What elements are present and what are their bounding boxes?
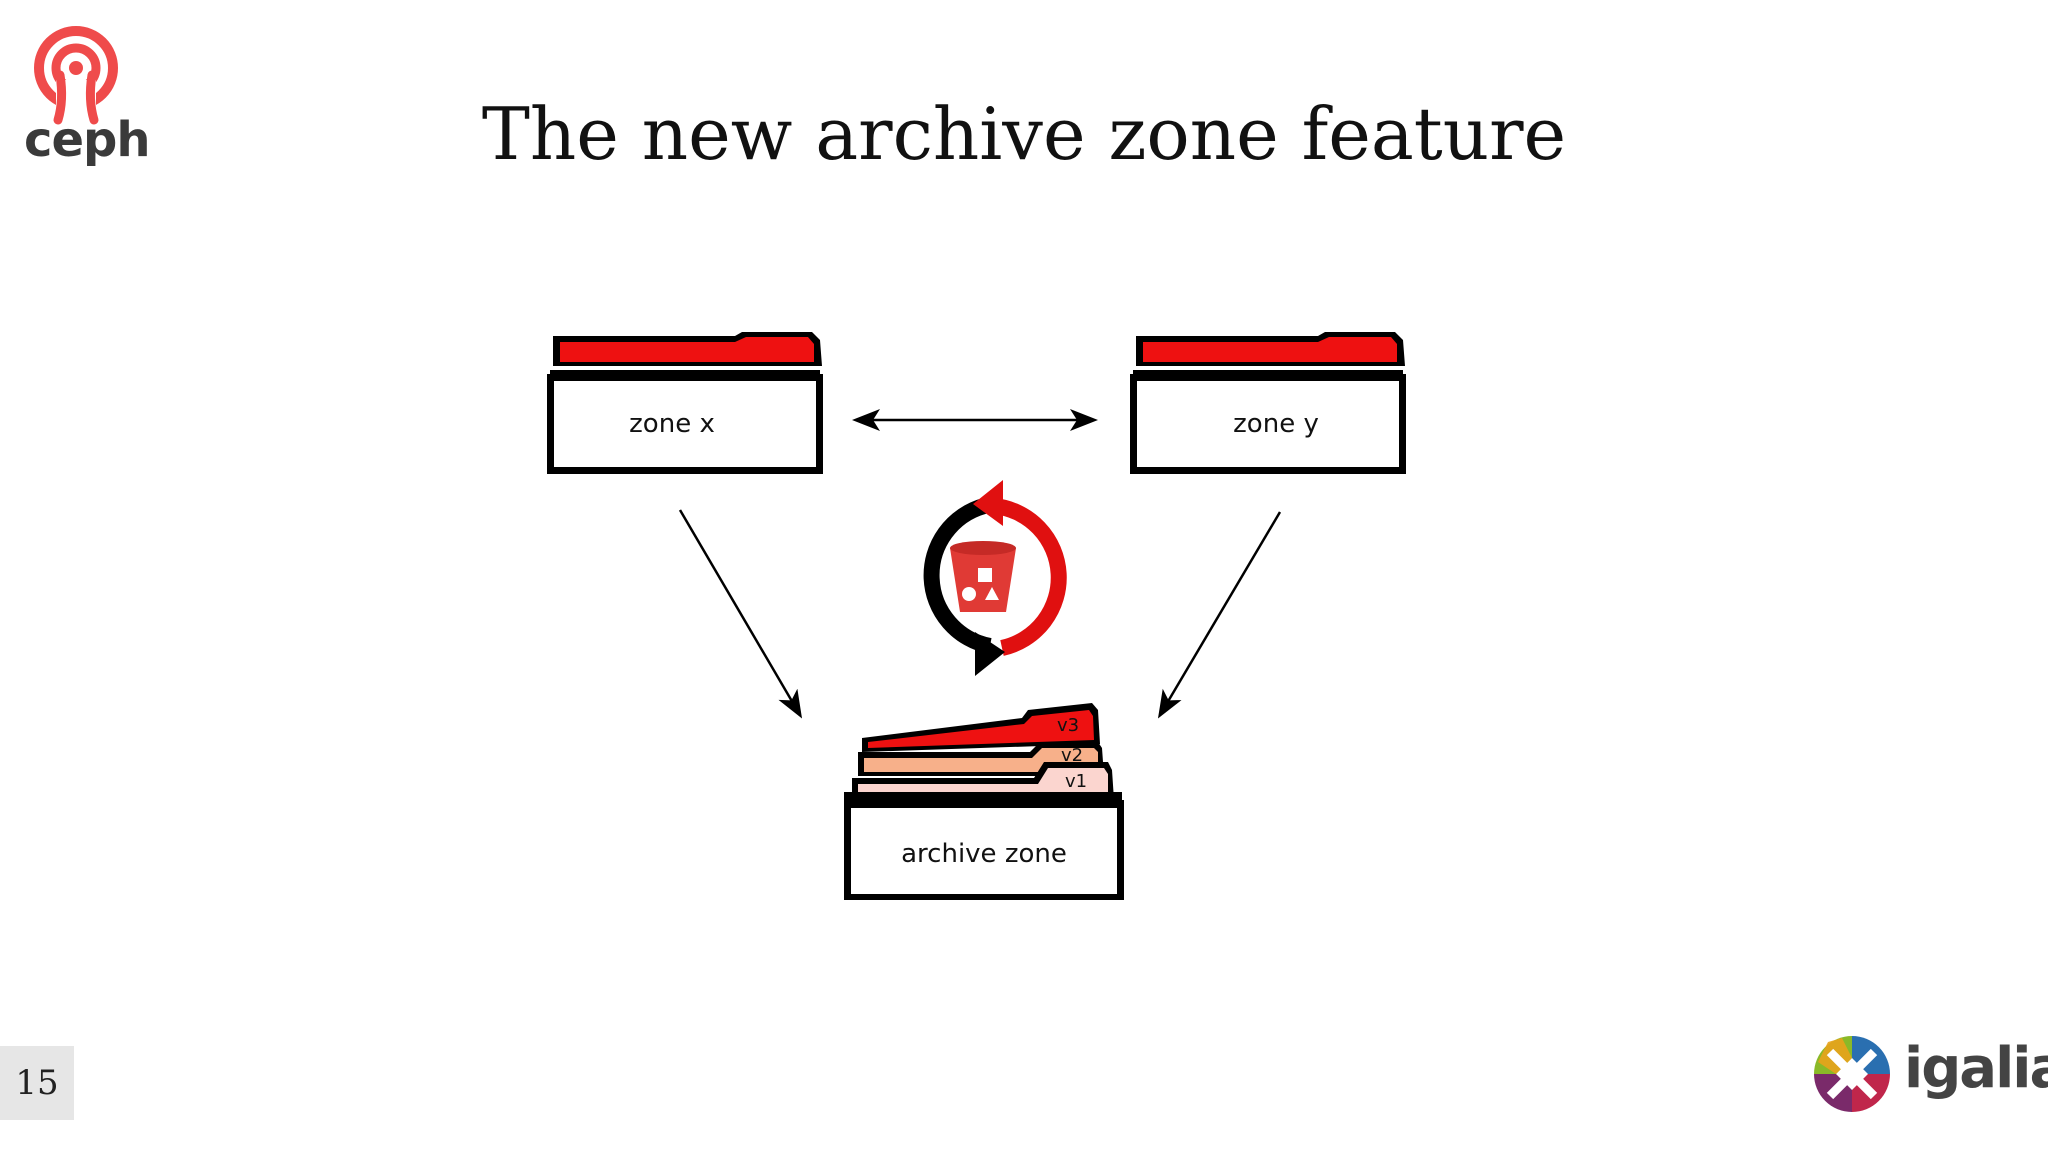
slide-number: 15: [0, 1046, 74, 1120]
version-v3-label: v3: [1057, 715, 1079, 736]
version-v2-label: v2: [1061, 745, 1083, 766]
ceph-wordmark: ceph: [24, 112, 151, 168]
zone-y-folder: zone y: [1130, 332, 1406, 474]
page-title: The new archive zone feature: [481, 92, 1567, 176]
zone-y-label: zone y: [1233, 409, 1319, 439]
sync-bucket-icon: [923, 480, 1067, 676]
zone-x-folder: zone x: [547, 332, 823, 474]
igalia-wordmark: igalia: [1904, 1036, 2048, 1101]
zone-x-label: zone x: [629, 409, 715, 439]
igalia-logo-icon: [1814, 1036, 1890, 1112]
ceph-logo-icon: [34, 26, 118, 125]
zone-x-to-archive-arrow: [678, 509, 803, 719]
archive-zone-label: archive zone: [901, 839, 1067, 869]
zone-y-to-archive-arrow: [1157, 511, 1282, 719]
archive-zone-folder: v3 v2 v1 archive zone: [844, 703, 1124, 900]
version-v1-label: v1: [1065, 771, 1087, 792]
